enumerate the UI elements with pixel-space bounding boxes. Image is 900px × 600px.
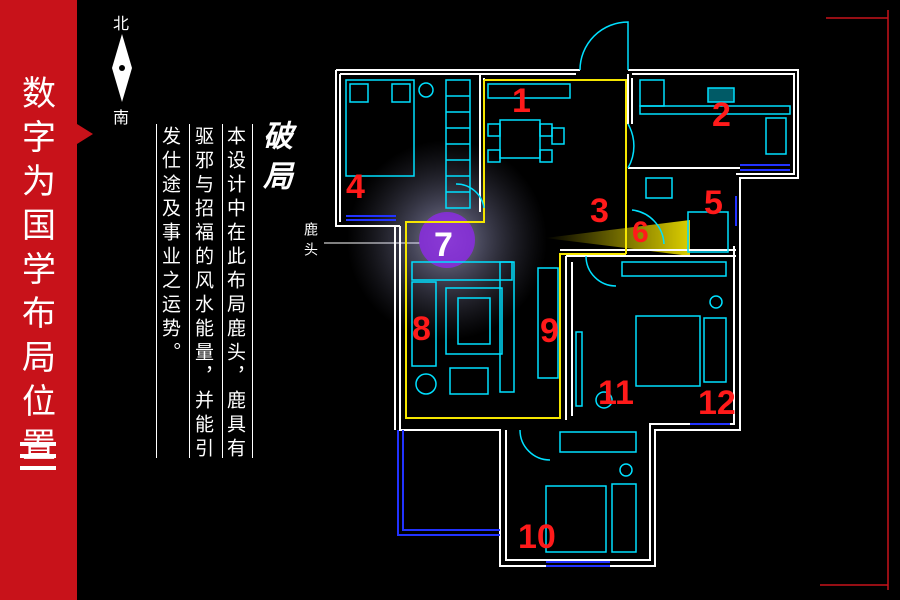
title-char: 置 [22,426,56,466]
menu-lines-icon [20,442,56,478]
title-char: 字 [22,118,56,158]
compass-north-label: 北 [113,14,130,33]
sidebar-band [0,0,93,600]
glow-core [419,212,475,268]
room-number: 2 [712,96,731,134]
room-numbers: 1 2 3 4 5 6 7 8 9 10 11 12 [346,82,736,556]
room-number: 4 [346,168,365,206]
title-char: 数 [22,74,56,114]
callout-label: 鹿头 [302,222,318,262]
room-number: 9 [540,312,559,350]
room-number: 6 [632,216,649,249]
body-text-col1: 本设计中在此布局鹿头，鹿具有 [224,126,246,462]
doors [455,21,665,461]
room-number: 10 [518,518,556,556]
heading: 破局 [257,120,292,200]
body-text-col3: 发仕途及事业之运势。 [159,126,181,366]
title-char: 为 [22,162,56,202]
title-char: 国 [22,206,56,246]
divider-line [222,124,223,458]
room-number: 12 [698,384,736,422]
highlight-outline [405,79,627,419]
room-number: 1 [512,82,531,120]
sidebar-title: 数 字 为 国 学 布 局 位 置 [14,72,64,468]
furniture [345,79,791,553]
title-char: 布 [22,294,56,334]
room-number: 7 [434,226,453,264]
windows [346,164,790,567]
light-beam [545,220,690,256]
room-number: 5 [704,184,723,222]
divider-line [189,124,190,458]
divider-line [252,124,253,458]
room-number: 8 [412,310,431,348]
frame-lines [820,10,889,590]
compass-south-label: 南 [113,108,130,127]
divider-line [156,124,157,458]
title-char: 局 [22,338,56,378]
room-number: 3 [590,192,609,230]
sidebar-arrow [77,124,93,144]
room-number: 11 [598,374,634,412]
walls [335,69,799,567]
body-text-col2: 驱邪与招福的风水能量，并能引 [192,126,214,462]
compass-needle-icon [112,34,132,102]
title-char: 学 [22,250,56,290]
title-char: 位 [22,382,56,422]
